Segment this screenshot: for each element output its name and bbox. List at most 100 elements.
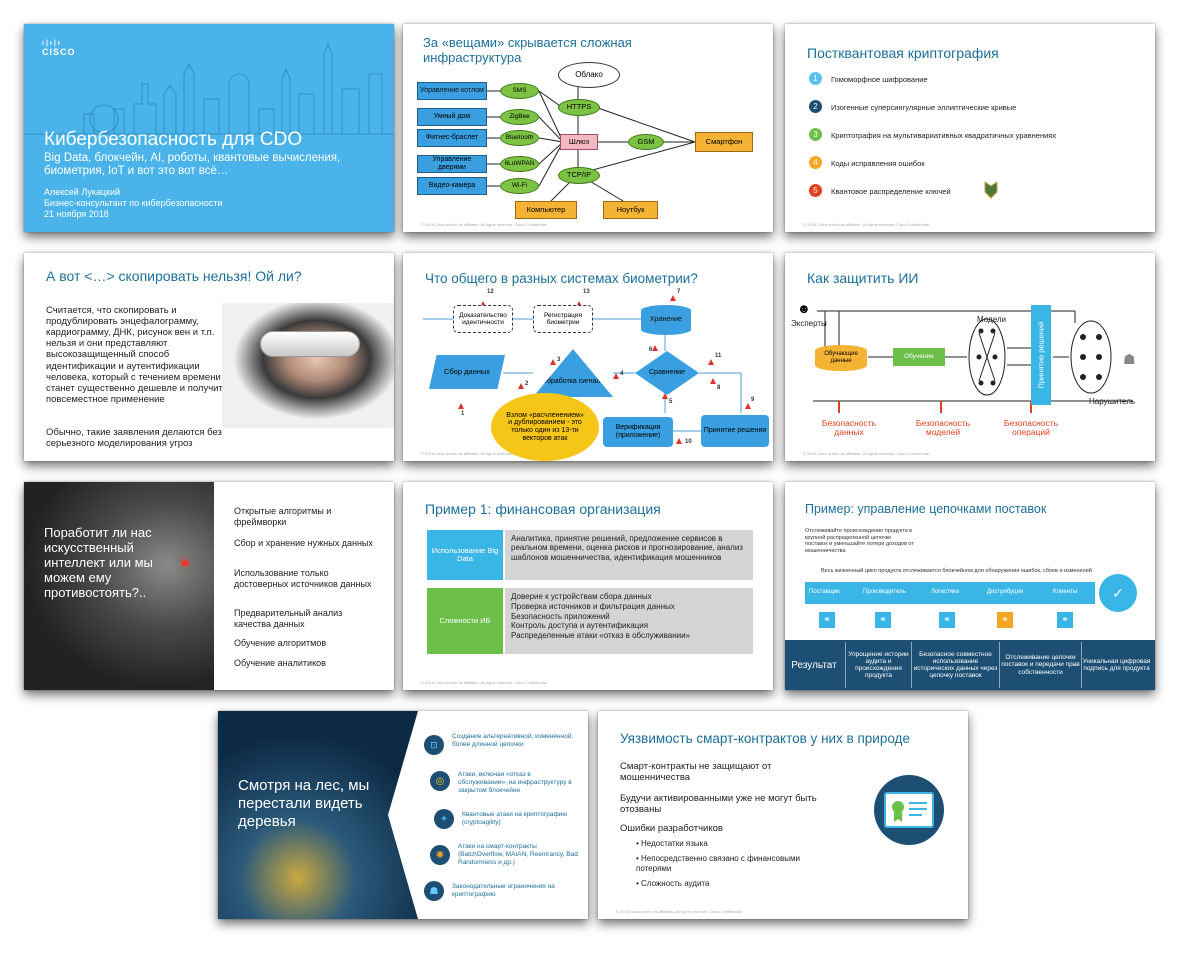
number-3-icon: 3	[809, 128, 822, 141]
vector-num-8: 8	[717, 385, 721, 391]
gateway-node: Шлюз	[560, 134, 598, 150]
slide-supply-chain[interactable]: Пример: управление цепочками поставок От…	[785, 482, 1155, 690]
chain-step-manufacturer: Производитель	[863, 589, 906, 595]
sc-point-2: Будучи активированными уже не могут быть…	[620, 793, 817, 816]
vector-num-10: 10	[685, 439, 692, 445]
protocol-bluetooth: Bluetooth	[500, 130, 539, 146]
slide-title: Что общего в разных системах биометрии?	[425, 271, 698, 286]
slide-ai-robot[interactable]: Поработит ли нас искусственный интеллект…	[24, 482, 394, 690]
row1-text: Аналитика, принятие решений, предложение…	[505, 530, 753, 580]
slide-protect-ai[interactable]: Как защитить ИИ ☻ Эксперты Обучающие да	[785, 253, 1155, 461]
training-data-node: Обучающие данные	[815, 345, 867, 371]
certificate-icon	[874, 775, 944, 845]
row2-line-3: Безопасность приложений	[511, 611, 610, 621]
network-icon: ✺	[430, 845, 450, 865]
author-role: Бизнес-консультант по кибербезопасности	[44, 198, 223, 208]
row2-line-5: Распределенные атаки «отказ в обслуживан…	[511, 631, 691, 640]
vector-num-4: 4	[620, 371, 624, 377]
experts-icon: ☻	[797, 301, 811, 316]
slide-date: 21 ноября 2018	[44, 209, 109, 219]
vector-num-2: 2	[525, 381, 529, 387]
device-smart-home: Умный дом	[417, 108, 487, 126]
link-icon: ⚭	[1057, 612, 1073, 628]
device-boiler: Управление котлом	[417, 82, 487, 100]
slide-title: Как защитить ИИ	[807, 270, 919, 286]
row2-line-4: Контроль доступа и аутентификация	[511, 621, 649, 631]
sc-bullet-2: • Непосредственно связано с финансовыми …	[636, 854, 800, 873]
row2-label: Сложности ИБ	[427, 588, 503, 654]
chain-icon: ⊡	[424, 735, 444, 755]
slide-footer: © 2018 Cisco and/or its affiliates. All …	[421, 451, 514, 456]
decision-node: Принятие решения	[701, 415, 769, 447]
threat-3: Квантовые атаки на криптографию (cryptoa…	[462, 811, 568, 826]
slide-footer: © 2018 Cisco and/or its affiliates. All …	[803, 451, 929, 456]
vr-woman-photo	[222, 303, 394, 428]
security-models-label: Безопасность моделей	[915, 418, 971, 438]
slide-footer: © 2018 Cisco and/or its affiliates. All …	[421, 222, 547, 227]
threat-5: Законодательные ограничения на криптогра…	[452, 883, 555, 898]
vector-num-3: 3	[557, 357, 561, 363]
slide-iot-infrastructure[interactable]: За «вещами» скрывается сложная инфрастру…	[403, 24, 773, 232]
number-1-icon: 1	[809, 72, 822, 85]
decisions-node: Принятие решений	[1031, 305, 1051, 405]
computer-node: Компьютер	[515, 201, 577, 219]
sc-bullet-1-text: Недостатки языка	[641, 839, 708, 848]
sc-bullet-2-text: Непосредственно связано с финансовыми по…	[636, 854, 800, 873]
chain-step-distribution: Дистрибуция	[987, 589, 1024, 595]
slide-postquantum[interactable]: Постквантовая криптография 1 Гомоморфное…	[785, 24, 1155, 232]
broken-link-icon: ⚭	[997, 612, 1013, 628]
link-icon: ⚭	[819, 612, 835, 628]
slide-footer: © 2018 Cisco and/or its affiliates. All …	[616, 909, 742, 914]
vector-num-13: 13	[583, 289, 590, 295]
author-name: Алексей Лукацкий	[44, 187, 121, 197]
slide-cyber-cdo[interactable]: ı|ı|ı CISCO Кибербезопасность для CDO Bi…	[24, 24, 394, 232]
vector-num-9: 9	[751, 397, 755, 403]
attack-note-bubble: Взлом «расчленением» и дублированием - э…	[491, 393, 599, 461]
slide-paragraph-2: Обычно, такие заявления делаются без сер…	[46, 427, 222, 450]
chain-bar	[805, 582, 1095, 604]
link-icon: ⚭	[939, 612, 955, 628]
slide-biometrics-copy[interactable]: А вот <…> скопировать нельзя! Ой ли? Счи…	[24, 253, 394, 461]
ai-item-6: Обучение аналитиков	[234, 658, 326, 668]
ai-item-5: Обучение алгоритмов	[234, 638, 327, 648]
pq-item-1: Гомоморфное шифрование	[831, 75, 928, 84]
slide-smart-contracts[interactable]: Уязвимость смарт-контрактов у них в прир…	[598, 711, 968, 919]
pq-item-2: Изогенные суперсингулярные эллиптические…	[831, 103, 1017, 112]
slide-forest-trees[interactable]: Смотря на лес, мы перестали видеть дерев…	[218, 711, 588, 919]
cisco-logo: ı|ı|ı CISCO	[42, 40, 76, 57]
ai-item-3: Использование только достоверных источни…	[234, 568, 372, 589]
pq-item-3: Криптография на мультивариативных квадра…	[831, 131, 1057, 140]
result-2: Безопасное совместное использование исто…	[911, 642, 999, 688]
phone-check-icon: ✓	[1099, 574, 1137, 612]
certificate-shape	[884, 792, 934, 828]
vector-num-6: 6	[649, 347, 653, 353]
sc-bullet-1: • Недостатки языка	[636, 839, 708, 848]
security-ops-label: Безопасность операций	[1003, 418, 1059, 438]
laptop-node: Ноутбук	[603, 201, 658, 219]
flow-arrows	[423, 295, 751, 444]
slide-title: Пример: управление цепочками поставок	[805, 502, 1047, 516]
result-bar	[785, 640, 1155, 690]
result-label: Результат	[791, 659, 837, 671]
verification-node: Верификация (приложение)	[603, 417, 673, 447]
chain-step-supplier: Поставщик	[809, 589, 840, 595]
device-fitness: Фитнес-браслет	[417, 129, 487, 147]
pq-item-4: Коды исправления ошибок	[831, 159, 925, 168]
proof-of-identity-node: Доказательство идентичности	[453, 305, 513, 333]
slide-title: Пример 1: финансовая организация	[425, 501, 661, 517]
skyline-illustration	[24, 42, 394, 135]
protocol-6lowpan: 6LoWPAN	[500, 156, 539, 172]
slide-biometric-systems[interactable]: Что общего в разных системах биометрии?	[403, 253, 773, 461]
number-4-icon: 4	[809, 156, 822, 169]
slide-footer: © 2018 Cisco and/or its affiliates. All …	[421, 680, 547, 685]
data-collection-node: Сбор данных	[429, 355, 505, 389]
row1-label: Использование Big Data	[427, 530, 503, 580]
https-node: HTTPS	[558, 99, 600, 116]
models-label: Модели	[977, 315, 1007, 324]
quantum-icon: ✦	[434, 809, 454, 829]
result-1: Упрощение истории аудита и происхождения…	[845, 642, 911, 688]
ai-diagram-lines	[813, 310, 1133, 413]
biometric-registration-node: Регистрация биометрии	[533, 305, 593, 333]
slide-paragraph-1: Считается, что скопировать и продублиров…	[46, 305, 223, 405]
slide-financial-example[interactable]: Пример 1: финансовая организация Использ…	[403, 482, 773, 690]
